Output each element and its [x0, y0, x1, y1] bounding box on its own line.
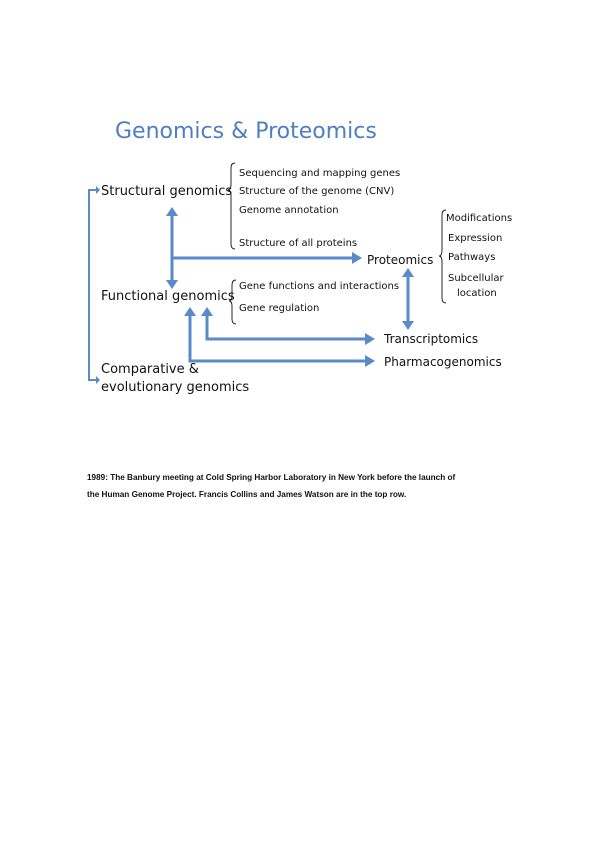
proteomics-item: Modifications: [446, 213, 512, 224]
structural-item: Structure of all proteins: [239, 238, 357, 249]
node-comparative-line2: evolutionary genomics: [101, 380, 249, 395]
functional-transcriptomics-arrow: [205, 316, 365, 341]
node-pharmacogenomics: Pharmacogenomics: [384, 355, 502, 369]
arrowhead-right: [365, 355, 375, 367]
node-comparative-line1: Comparative &: [101, 362, 199, 377]
genomics-group-connector: [88, 189, 96, 381]
functional-items-bracket: [228, 279, 237, 325]
caption-line-2: the Human Genome Project. Francis Collin…: [87, 490, 407, 499]
arrowhead-up: [184, 307, 196, 316]
proteomics-item: Expression: [448, 233, 502, 244]
structural-items-bracket: [227, 162, 236, 250]
diagram-title: Genomics & Proteomics: [115, 119, 377, 144]
functional-item: Gene regulation: [239, 303, 319, 314]
figure-caption: 1989: The Banbury meeting at Cold Spring…: [87, 469, 527, 503]
arrowhead-down: [166, 280, 178, 289]
proteomics-items-bracket: [438, 209, 447, 304]
structural-item: Structure of the genome (CNV): [239, 186, 394, 197]
arrowhead-up: [201, 307, 213, 316]
proteomics-item: Pathways: [448, 252, 495, 263]
arrowhead-right: [365, 333, 375, 345]
structural-item: Sequencing and mapping genes: [239, 168, 400, 179]
functional-item: Gene functions and interactions: [239, 281, 399, 292]
node-structural-genomics: Structural genomics: [101, 184, 232, 199]
node-functional-genomics: Functional genomics: [101, 289, 235, 304]
connector-arrowhead: [96, 186, 100, 194]
arrowhead-down: [402, 321, 414, 330]
node-transcriptomics: Transcriptomics: [383, 332, 478, 346]
proteomics-item: Subcellular: [448, 273, 504, 284]
arrowhead-up: [166, 207, 178, 216]
proteomics-item: location: [457, 288, 497, 299]
connector-arrowhead: [96, 376, 100, 384]
caption-line-1: 1989: The Banbury meeting at Cold Spring…: [87, 473, 456, 482]
arrowhead-right: [352, 252, 362, 264]
node-proteomics: Proteomics: [367, 253, 433, 267]
functional-pharmacogenomics-arrow: [188, 316, 365, 363]
structural-item: Genome annotation: [239, 205, 339, 216]
arrowhead-up: [402, 268, 414, 277]
